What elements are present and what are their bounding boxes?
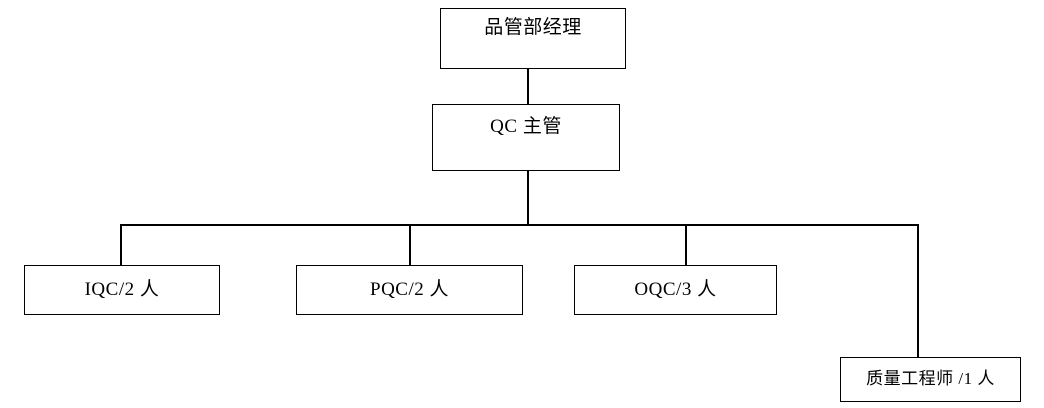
node-qc-supervisor-label: QC 主管: [490, 116, 562, 137]
edge-bus-to-oqc: [685, 224, 687, 265]
node-quality-engineer-label: 质量工程师 /1 人: [866, 369, 995, 389]
edge-bus-to-quality-engineer: [917, 224, 919, 357]
node-iqc[interactable]: IQC/2 人: [24, 265, 220, 315]
node-iqc-label: IQC/2 人: [84, 278, 160, 300]
node-oqc-label: OQC/3 人: [634, 278, 717, 300]
node-oqc[interactable]: OQC/3 人: [574, 265, 777, 315]
edge-horizontal-bus: [120, 224, 918, 226]
node-qa-manager[interactable]: 品管部经理: [440, 8, 626, 69]
node-qc-supervisor[interactable]: QC 主管: [432, 104, 620, 171]
edge-supervisor-drop: [527, 170, 529, 225]
node-qa-manager-label: 品管部经理: [484, 17, 582, 38]
node-quality-engineer[interactable]: 质量工程师 /1 人: [840, 357, 1021, 402]
node-pqc[interactable]: PQC/2 人: [296, 265, 523, 315]
node-pqc-label: PQC/2 人: [370, 278, 449, 300]
edge-manager-to-supervisor: [527, 68, 529, 105]
edge-bus-to-iqc: [120, 224, 122, 265]
edge-bus-to-pqc: [409, 224, 411, 265]
